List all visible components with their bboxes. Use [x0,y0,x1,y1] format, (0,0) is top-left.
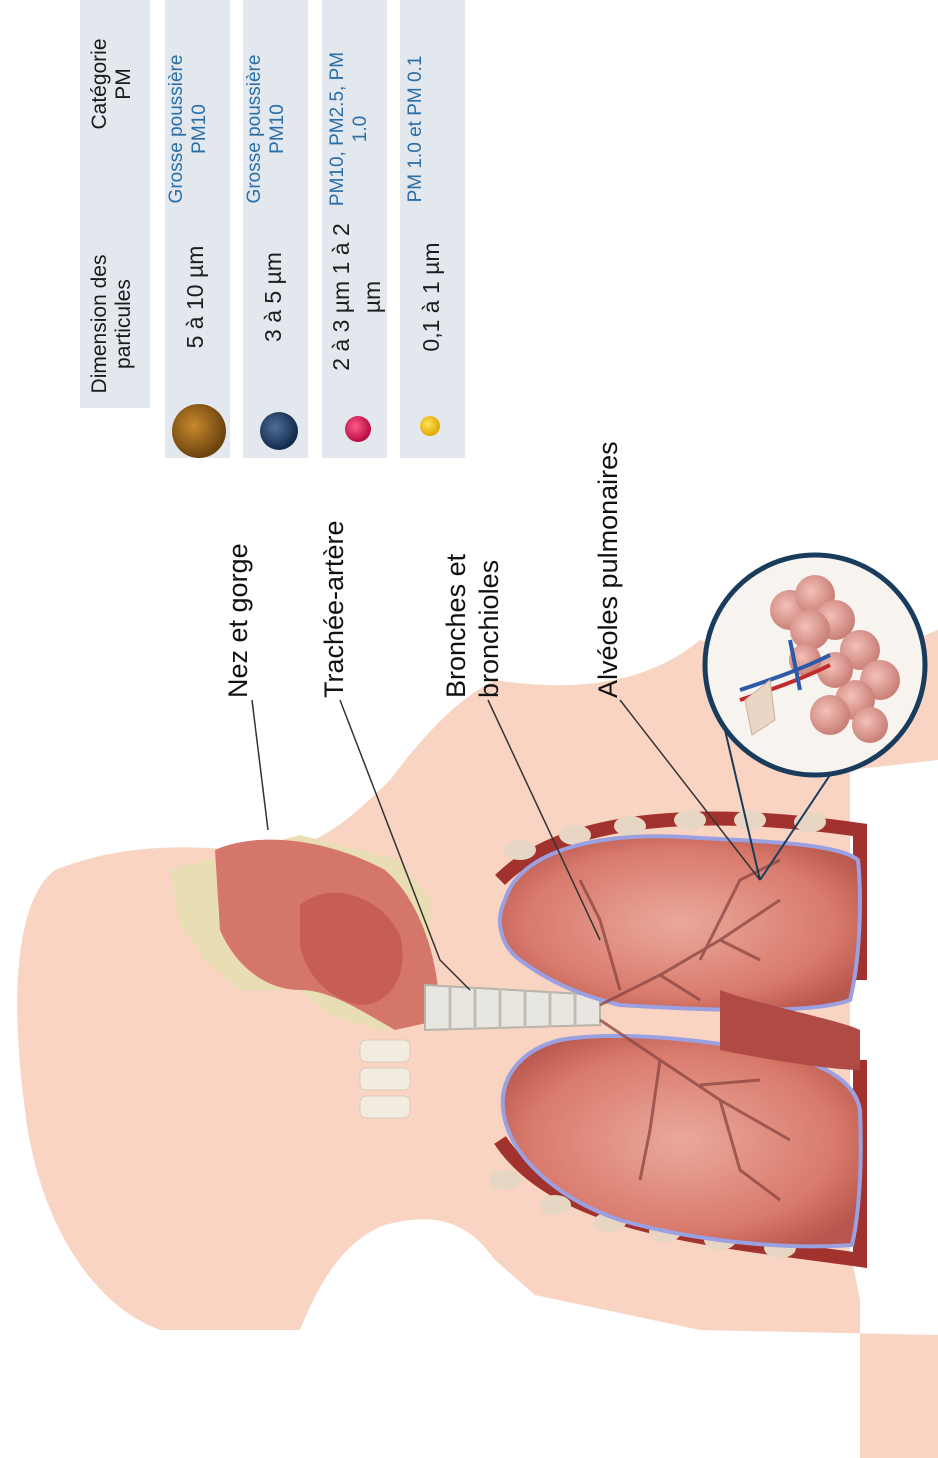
row-size-value: 0,1 à 1 µm [416,212,447,382]
row-size-value: 3 à 5 µm [258,212,289,382]
dark-blue-particle-icon [260,412,298,450]
label-trachea: Trachée-artère [318,520,351,698]
row-size-value: 5 à 10 µm [180,212,211,382]
row-category-value: PM 1.0 et PM 0.1 [404,44,427,214]
header-category-column: Catégorie PM [88,24,136,144]
row-category-value: Grosse poussière PM10 [165,44,211,214]
label-alveoli: Alvéoles pulmonaires [592,441,625,698]
magenta-particle-icon [345,416,371,442]
row-size-value: 2 à 3 µm 1 à 2 µm [326,212,388,382]
row-category-value: PM10, PM2.5, PM 1.0 [326,44,372,214]
spine-vertebrae [360,1040,410,1118]
header-category-label: Catégorie PM [88,24,136,144]
yellow-particle-icon [420,416,440,436]
row-category-value: Grosse poussière PM10 [243,44,289,214]
header-size-column: Dimension des particules [88,244,136,404]
header-size-label: Dimension des particules [88,244,136,404]
nose-leader-line [252,700,268,830]
label-bronchi: Bronches et bronchioles [440,528,506,698]
label-nose-throat: Nez et gorge [222,543,255,698]
large-brown-particle-icon [172,404,226,458]
